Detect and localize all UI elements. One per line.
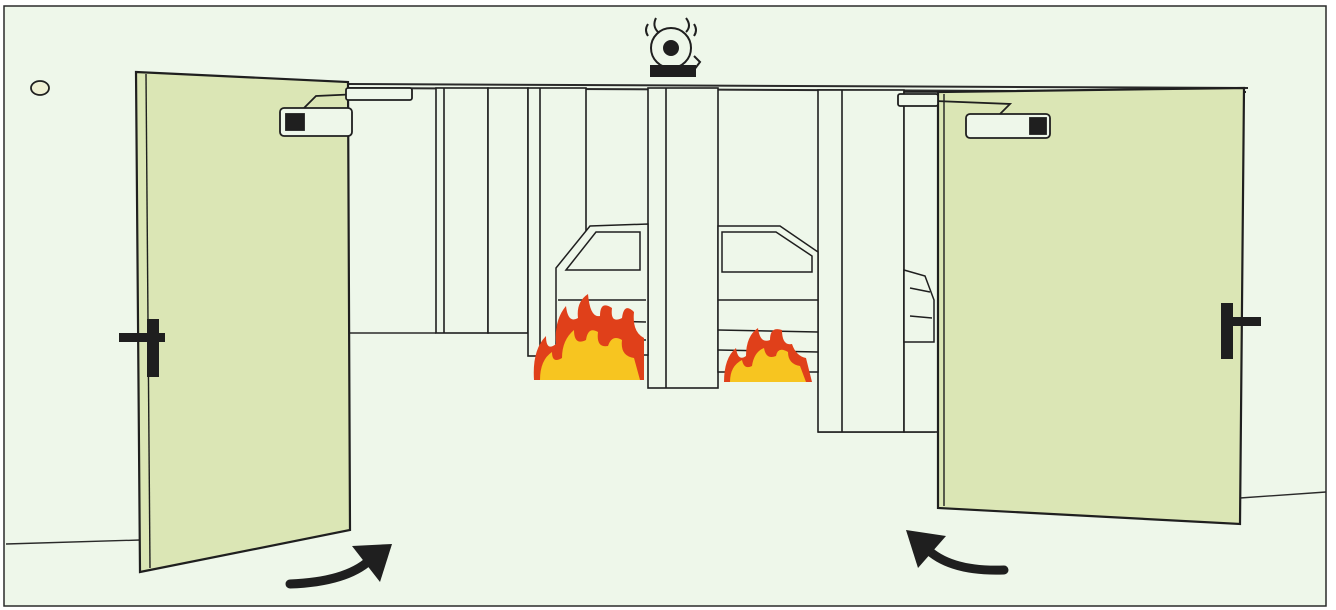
wall-segment [488, 88, 528, 333]
wall-sensor-icon [31, 81, 49, 95]
pillar-center [648, 88, 718, 388]
door-left-panel [136, 72, 350, 572]
door-right-panel [938, 88, 1244, 524]
door-right [938, 88, 1260, 524]
door-left [120, 72, 350, 572]
pillar-right [818, 90, 904, 432]
wall-right [904, 92, 938, 432]
